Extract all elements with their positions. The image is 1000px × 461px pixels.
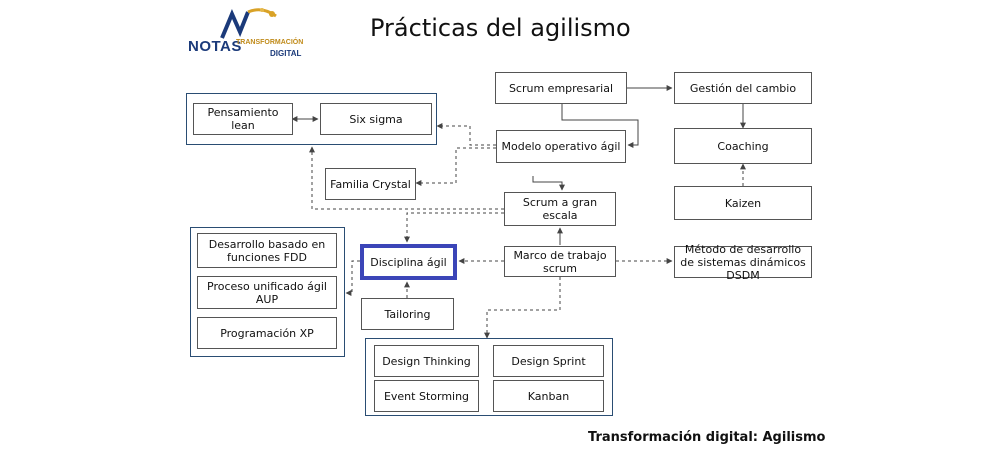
- edge-modelo-six-sigma: [436, 123, 496, 146]
- node-tailoring[interactable]: Tailoring: [361, 298, 454, 330]
- logo-text-digital: DIGITAL: [270, 49, 302, 58]
- node-kanban[interactable]: Kanban: [493, 380, 604, 412]
- logo-mark: [220, 8, 277, 39]
- footer-caption: Transformación digital: Agilismo: [588, 430, 826, 445]
- edge-gran-escala-lean: [309, 146, 504, 210]
- node-gestion-cambio[interactable]: Gestión del cambio: [674, 72, 812, 104]
- edge-marco-practicas: [484, 277, 561, 339]
- node-xp[interactable]: Programación XP: [197, 317, 337, 349]
- edge-disciplina-metodos: [345, 260, 360, 296]
- logo-text-transformacion: TRANSFORMACIÓN: [236, 39, 304, 46]
- page-title: Prácticas del agilismo: [370, 14, 631, 42]
- node-fdd[interactable]: Desarrollo basado en funciones FDD: [197, 233, 337, 268]
- node-scrum-gran-escala[interactable]: Scrum a gran escala: [504, 192, 616, 226]
- node-aup[interactable]: Proceso unificado ágil AUP: [197, 276, 337, 309]
- node-coaching[interactable]: Coaching: [674, 128, 812, 164]
- group-metodos: [190, 227, 345, 357]
- node-kaizen[interactable]: Kaizen: [674, 186, 812, 220]
- edge-scrum-empresarial-modelo: [561, 104, 639, 148]
- node-scrum-empresarial[interactable]: Scrum empresarial: [495, 72, 627, 104]
- node-disciplina-agil[interactable]: Disciplina ágil: [360, 244, 457, 280]
- group-lean-sigma: [186, 93, 437, 145]
- node-modelo-operativo[interactable]: Modelo operativo ágil: [496, 130, 626, 163]
- edge-modelo-gran-escala: [532, 176, 565, 191]
- group-practicas: [365, 338, 613, 416]
- node-event-storming[interactable]: Event Storming: [374, 380, 479, 412]
- edge-gran-escala-disciplina: [404, 212, 504, 243]
- node-six-sigma[interactable]: Six sigma: [320, 103, 432, 135]
- edge-modelo-crystal: [415, 147, 496, 186]
- node-design-sprint[interactable]: Design Sprint: [493, 345, 604, 377]
- node-pensamiento-lean[interactable]: Pensamiento lean: [193, 103, 293, 135]
- node-marco-scrum[interactable]: Marco de trabajo scrum: [504, 246, 616, 277]
- node-design-thinking[interactable]: Design Thinking: [374, 345, 479, 377]
- logo-text-notas: NOTAS: [188, 38, 242, 55]
- node-familia-crystal[interactable]: Familia Crystal: [325, 168, 416, 200]
- logo: NOTAS TRANSFORMACIÓN DIGITAL: [186, 6, 316, 62]
- node-dsdm[interactable]: Método de desarrollo de sistemas dinámic…: [674, 243, 812, 282]
